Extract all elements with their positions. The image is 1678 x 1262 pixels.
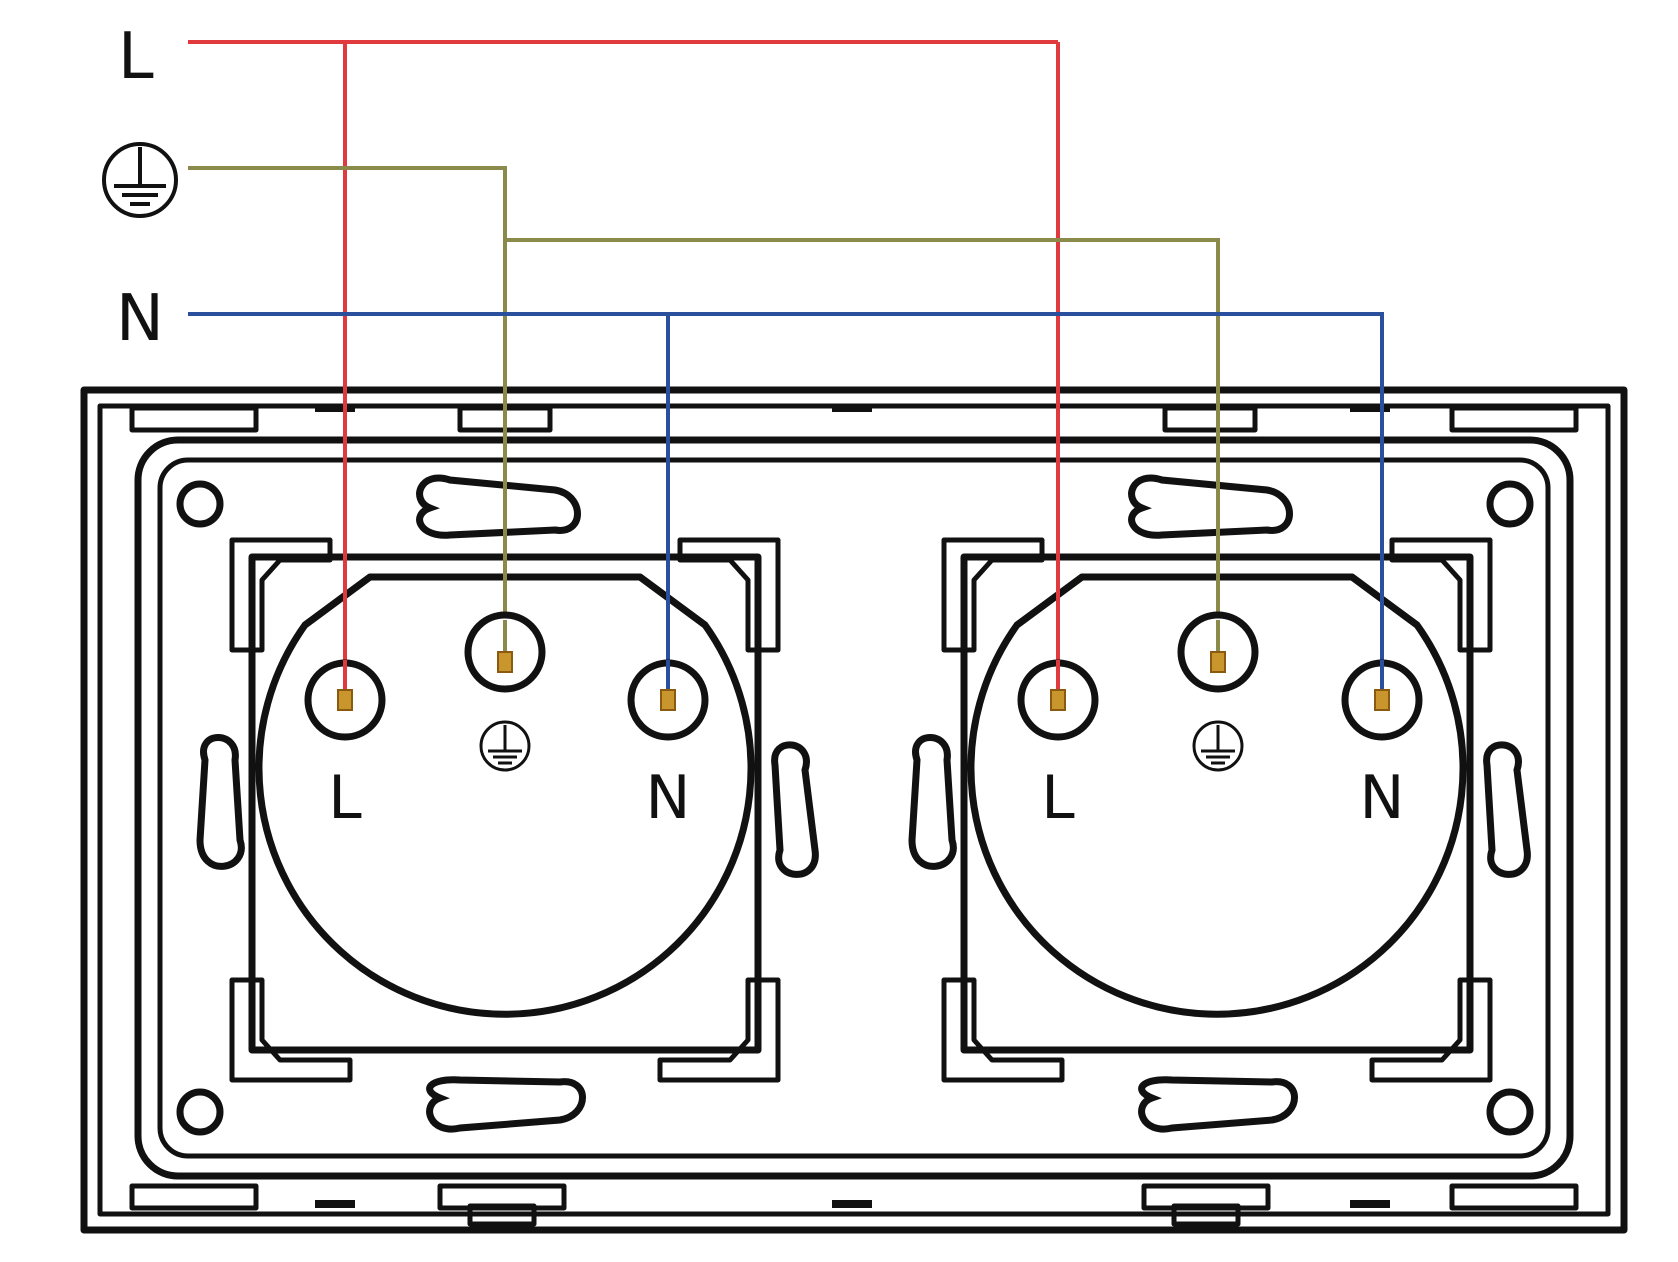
terminal-screw-l1 [337, 689, 353, 711]
terminal-screw-l2 [1050, 689, 1066, 711]
right-live-terminal-label: L [1041, 763, 1075, 833]
right-neutral-terminal-label: N [1360, 763, 1405, 833]
terminal-screw-e2 [1210, 651, 1226, 673]
supply-earth-symbol [102, 142, 178, 218]
right-socket [908, 474, 1531, 1133]
terminal-screw-n1 [660, 689, 676, 711]
terminal-screw-e1 [497, 651, 513, 673]
live-wire [188, 40, 1060, 692]
earth-wire [188, 166, 1220, 655]
neutral-wire [188, 312, 1384, 692]
supply-neutral-label: N [116, 282, 164, 356]
left-live-terminal-label: L [328, 763, 362, 833]
left-earth-terminal-icon [479, 720, 531, 772]
terminal-screws [337, 651, 1390, 711]
right-earth-terminal-icon [1192, 720, 1244, 772]
wire-ends [343, 620, 1384, 692]
supply-live-label: L [118, 20, 154, 94]
left-neutral-terminal-label: N [646, 763, 691, 833]
left-socket [196, 474, 819, 1133]
terminal-screw-n2 [1374, 689, 1390, 711]
double-frame [80, 386, 1628, 1234]
